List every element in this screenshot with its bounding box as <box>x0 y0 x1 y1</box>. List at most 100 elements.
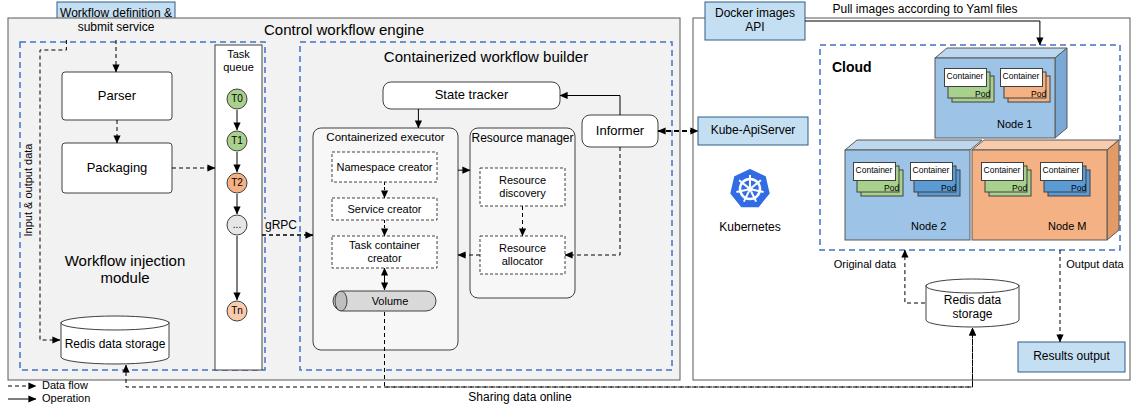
task-circle: T2 <box>226 172 248 194</box>
node-label: Task container creator <box>335 239 434 264</box>
sub-label: Pod <box>1031 90 1046 100</box>
queue-box: Task queueT0T1T2... Tn <box>215 45 262 370</box>
flow-arrow <box>560 96 620 116</box>
process-box: Informer <box>582 115 658 147</box>
node-label: Redis data storage <box>63 338 167 352</box>
edge-label: gRPC <box>263 219 299 233</box>
node-label: Resource allocator <box>483 242 562 267</box>
flow-arrow <box>565 147 620 255</box>
step-box: Resource allocator <box>480 236 565 274</box>
api-box-outline <box>698 117 808 145</box>
process-box: Packaging <box>62 143 172 193</box>
flow-arrow <box>262 234 313 236</box>
node-label: Redis data storage <box>928 294 1017 322</box>
engine-panel-outline <box>8 18 680 380</box>
step-box-outline <box>332 152 437 182</box>
flow-arrow <box>237 110 238 130</box>
node-label: Task queue <box>215 48 262 73</box>
node-label: Container <box>1000 72 1042 82</box>
flow-arrow <box>384 268 385 290</box>
node-label: Packaging <box>65 161 169 176</box>
node-label: T0 <box>229 93 245 105</box>
step-box-outline <box>480 168 565 206</box>
node-label: Kube-ApiServer <box>701 124 805 138</box>
module-region-outline <box>20 42 265 370</box>
node-label: Container <box>853 166 895 176</box>
edge-label: Sharing data online <box>468 391 571 405</box>
task-circle: ... <box>226 214 248 236</box>
step-box-outline <box>332 198 437 220</box>
pod: ContainerPod <box>981 162 1031 196</box>
node-label: Workflow definition & submit service <box>60 7 172 35</box>
flow-arrow <box>458 170 470 171</box>
flow-arrow <box>385 312 973 387</box>
node-cube: Node 2ContainerPodContainerPod <box>845 150 970 240</box>
node-label: Control workflow engine <box>8 21 680 38</box>
legend-text: Operation <box>42 392 90 405</box>
output-box-outline <box>1018 342 1125 372</box>
pod: ContainerPod <box>1000 68 1050 102</box>
node-label: T1 <box>229 135 245 147</box>
sub-label: Pod <box>941 184 956 194</box>
step-box: Namespace creator <box>332 152 437 182</box>
task-circle: T1 <box>226 130 248 152</box>
node-label: Informer <box>585 124 655 139</box>
node-label: Parser <box>65 89 169 104</box>
sub-label: Pod <box>1071 184 1086 194</box>
node-label: Resource manager <box>470 132 575 146</box>
step-box: Resource discovery <box>480 168 565 206</box>
node-label: Container <box>910 166 952 176</box>
pod: ContainerPod <box>1040 162 1090 196</box>
builder-region-outline <box>300 42 672 370</box>
flow-arrow <box>40 40 66 340</box>
node-label: ... <box>229 219 245 231</box>
edge-label: Original data <box>834 258 896 271</box>
builder-region: Containerized workflow builderState trac… <box>300 42 672 370</box>
flow-arrow <box>384 220 385 236</box>
node-label: Tn <box>229 305 245 317</box>
pod: ContainerPod <box>910 162 960 196</box>
module-region: Workflow injection moduleParserPackaging… <box>20 42 265 370</box>
node-label: Resource discovery <box>483 174 562 199</box>
cloud-region: CloudNode 1ContainerPodContainerPodNode … <box>820 45 1120 250</box>
process-box: State tracker <box>383 82 560 109</box>
step-box-outline <box>332 236 437 268</box>
api-box: Docker images API <box>705 2 805 40</box>
flow-arrow <box>1060 250 1061 342</box>
node-cube: Node M ContainerPod ContainerPod <box>972 150 1107 240</box>
cloud-panel <box>693 18 1130 380</box>
service-box: Workflow definition & submit service <box>57 2 175 40</box>
logo-caption: Kubernetes <box>719 221 780 235</box>
sub-label: Pod <box>884 184 899 194</box>
step-box: Service creator <box>332 198 437 220</box>
node-label: T2 <box>229 177 245 189</box>
node-label: Containerized workflow builder <box>300 48 672 65</box>
cloud-region-outline <box>820 45 1120 250</box>
pod: ContainerPod <box>853 162 903 196</box>
node-label: Containerized executor <box>313 131 458 144</box>
node-label: Node 1 <box>997 118 1052 131</box>
manager-box-outline <box>470 128 575 298</box>
legend-solid-sample <box>8 399 36 400</box>
database-cylinder: Redis data storage <box>60 315 170 365</box>
flow-arrow <box>905 250 925 303</box>
flow-arrow <box>805 21 1040 45</box>
task-circle: T0 <box>226 88 248 110</box>
edge-label: Output data <box>1066 258 1124 271</box>
flow-arrow <box>384 182 385 198</box>
volume-cylinder: Volume <box>332 290 437 312</box>
kubernetes-logo <box>730 168 771 208</box>
node-label: Node M <box>1048 220 1103 233</box>
legend-dashed-sample <box>8 386 36 387</box>
flow-arrow <box>237 236 238 300</box>
api-box-outline <box>705 2 805 40</box>
node-label: Docker images API <box>708 7 802 35</box>
flow-arrow <box>418 109 419 128</box>
node-label: Volume <box>346 295 434 308</box>
node-label: State tracker <box>386 88 557 103</box>
flow-arrow <box>116 40 117 72</box>
step-box: Task container creator <box>332 236 437 268</box>
flow-arrow <box>117 120 118 143</box>
executor-box-outline <box>313 128 458 350</box>
flow-arrow <box>172 168 215 169</box>
